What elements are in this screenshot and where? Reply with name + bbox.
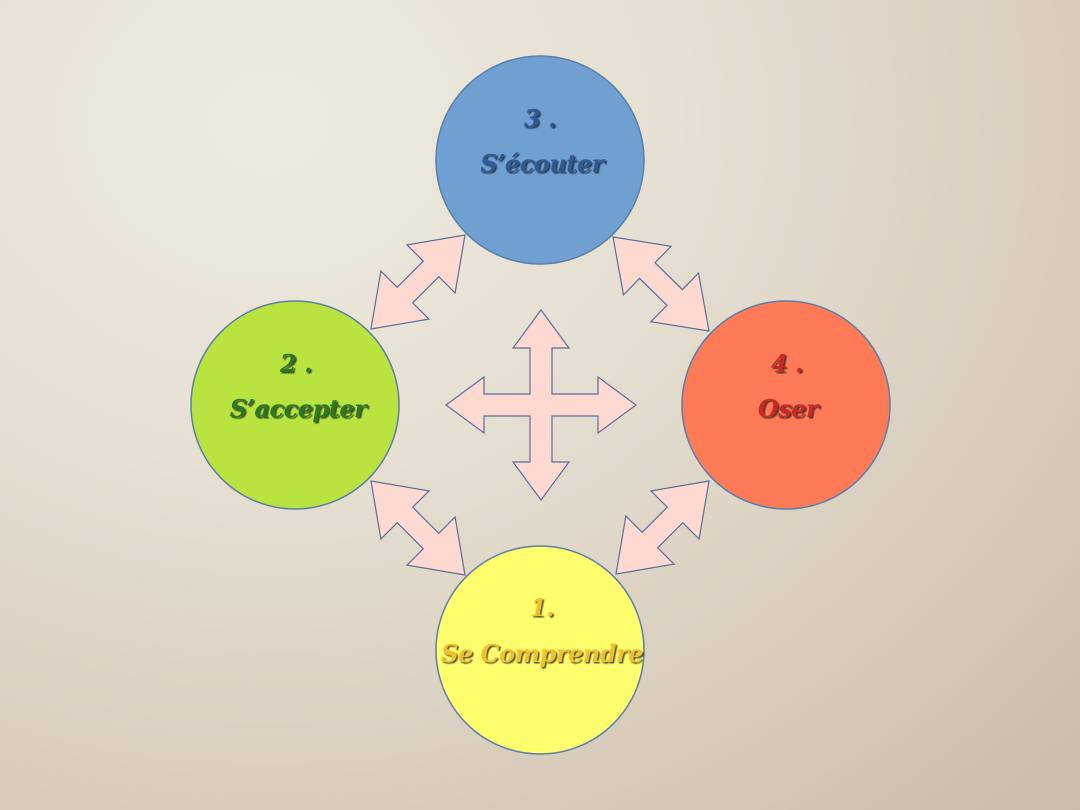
arrow-accepter-ecouter [370,234,466,330]
arrow-oser-comprendre [615,480,710,575]
node-oser: 4 . Oser [681,300,891,510]
node-label: S’écouter [480,149,606,178]
arrow-accepter-comprendre [370,480,466,576]
node-step-number: 2 . [279,349,312,378]
node-step-number: 3 . [524,104,556,133]
node-circle-right [681,300,891,510]
node-label: Se Comprendre [441,639,643,668]
node-step-number: 4 . [771,349,803,378]
node-circle-left [190,300,400,510]
node-step-number: 1. [530,593,554,622]
node-circle-top [435,55,645,265]
node-s-accepter: 2 . S’accepter [190,300,400,510]
node-label: Oser [758,394,821,423]
connector-arrows [370,234,710,576]
arrow-ecouter-oser [612,236,710,332]
node-label: S’accepter [230,394,369,423]
node-se-comprendre: 1. Se Comprendre [435,545,645,755]
node-circle-bottom [435,545,645,755]
four-way-arrow-icon [444,308,638,502]
node-s-ecouter: 3 . S’écouter [435,55,645,265]
